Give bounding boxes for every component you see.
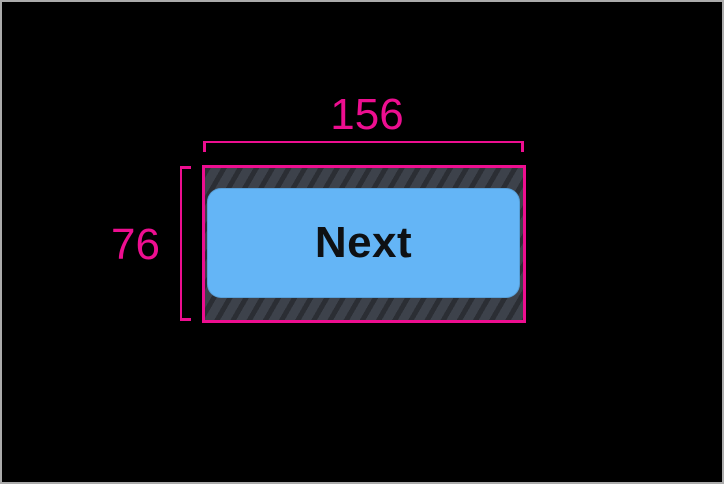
next-button[interactable]: Next xyxy=(207,188,520,298)
height-dimension-label: 76 xyxy=(111,220,160,269)
width-dimension-line xyxy=(203,141,524,152)
width-dimension-tick-right xyxy=(521,141,524,152)
measured-bounds-box: Next xyxy=(202,165,526,323)
height-dimension-tick-top xyxy=(180,166,191,169)
height-dimension-tick-bottom xyxy=(180,318,191,321)
width-dimension-label: 156 xyxy=(330,90,404,139)
height-dimension-line xyxy=(180,166,191,321)
width-dimension-tick-left xyxy=(203,141,206,152)
